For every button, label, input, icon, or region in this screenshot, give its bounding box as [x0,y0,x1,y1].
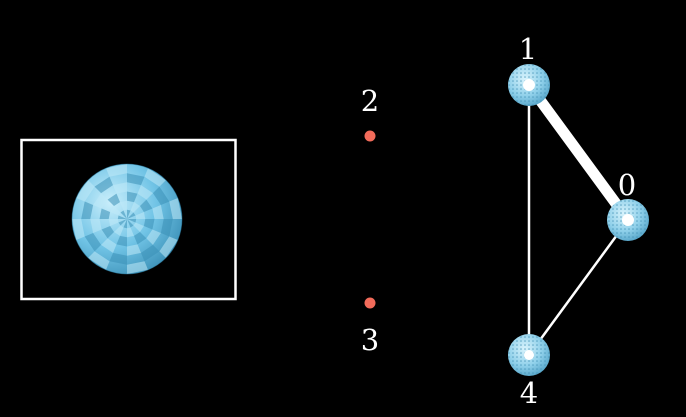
sphere-checker-tile [113,182,127,194]
sphere-checker-tile [127,227,134,238]
sphere-checker-tile [169,198,182,219]
sphere-checker-tile [88,251,110,270]
sphere-checker-tile [107,193,120,206]
node-1-label: 1 [519,32,537,66]
point-3-dot [364,297,376,309]
sphere-checker-tile [140,199,153,212]
checkered-sphere-icon [71,163,183,275]
sphere-checker-tile [127,219,134,228]
sphere-checker-tile [141,244,160,262]
sphere-checker-tile [99,208,111,219]
graph: 1 0 4 [508,32,649,410]
point-2-label: 2 [361,84,379,118]
sphere-checker-tile [137,185,153,200]
sphere-checker-tile [127,244,141,256]
sphere-checker-tile [127,173,145,186]
sphere-checker-tile [135,212,146,219]
sphere-checker-tile [110,206,121,216]
sphere-checker-tile [152,205,164,219]
sphere-checker-tile [134,232,147,245]
sphere-checker-tile [146,229,161,245]
loose-points: 2 3 [361,84,379,357]
sphere-checker-tile [94,176,113,194]
sphere-checker-tile [133,222,144,232]
sphere-checker-tile [120,200,127,211]
sphere-checker-tile [101,238,117,253]
edge-1-0 [523,79,634,226]
point-2-dot [364,130,376,142]
sphere-checker-tile [93,193,108,209]
sphere-checker-tile [152,186,170,205]
edge-0-4 [527,219,630,356]
sphere-checker-tile [84,233,102,252]
sphere-checker-tile [117,215,127,219]
sphere-checker-tile [76,180,95,202]
sphere-checker-tile [160,219,173,237]
sphere-checker-tile [81,201,94,219]
sphere-checker-tile [130,202,140,213]
sphere-checker-tile [109,252,127,265]
sphere-checker-tile [127,219,137,223]
sphere-checker-tile [114,225,124,236]
sphere-checker-tile [127,209,131,219]
sphere-checker-tile [123,219,127,229]
frame-rectangle [20,138,237,301]
node-1 [508,64,550,106]
framed-sphere-group [20,138,237,301]
sphere-checker-tile [120,210,127,219]
sphere-checker-tile [101,226,114,239]
node-4-label: 4 [520,376,538,410]
sphere-checker-tile [106,164,127,177]
sphere-checker-tile [108,219,119,226]
sphere-checker-tile [90,219,102,233]
point-3-label: 3 [361,323,379,357]
sphere-checker-tile [143,219,155,230]
sphere-checker-tile [116,235,127,247]
sphere-checker-tile [118,219,127,226]
node-4 [508,334,550,376]
node-0-label: 0 [618,168,636,202]
sphere-checker-tile [127,191,138,203]
sphere-checker-tile [159,236,178,258]
sphere-checker-tile [127,261,148,274]
node-0 [607,199,649,241]
sphere-checker-tile [72,219,85,240]
sphere-checker-tile [127,212,136,219]
sphere-checker-tile [144,168,166,187]
